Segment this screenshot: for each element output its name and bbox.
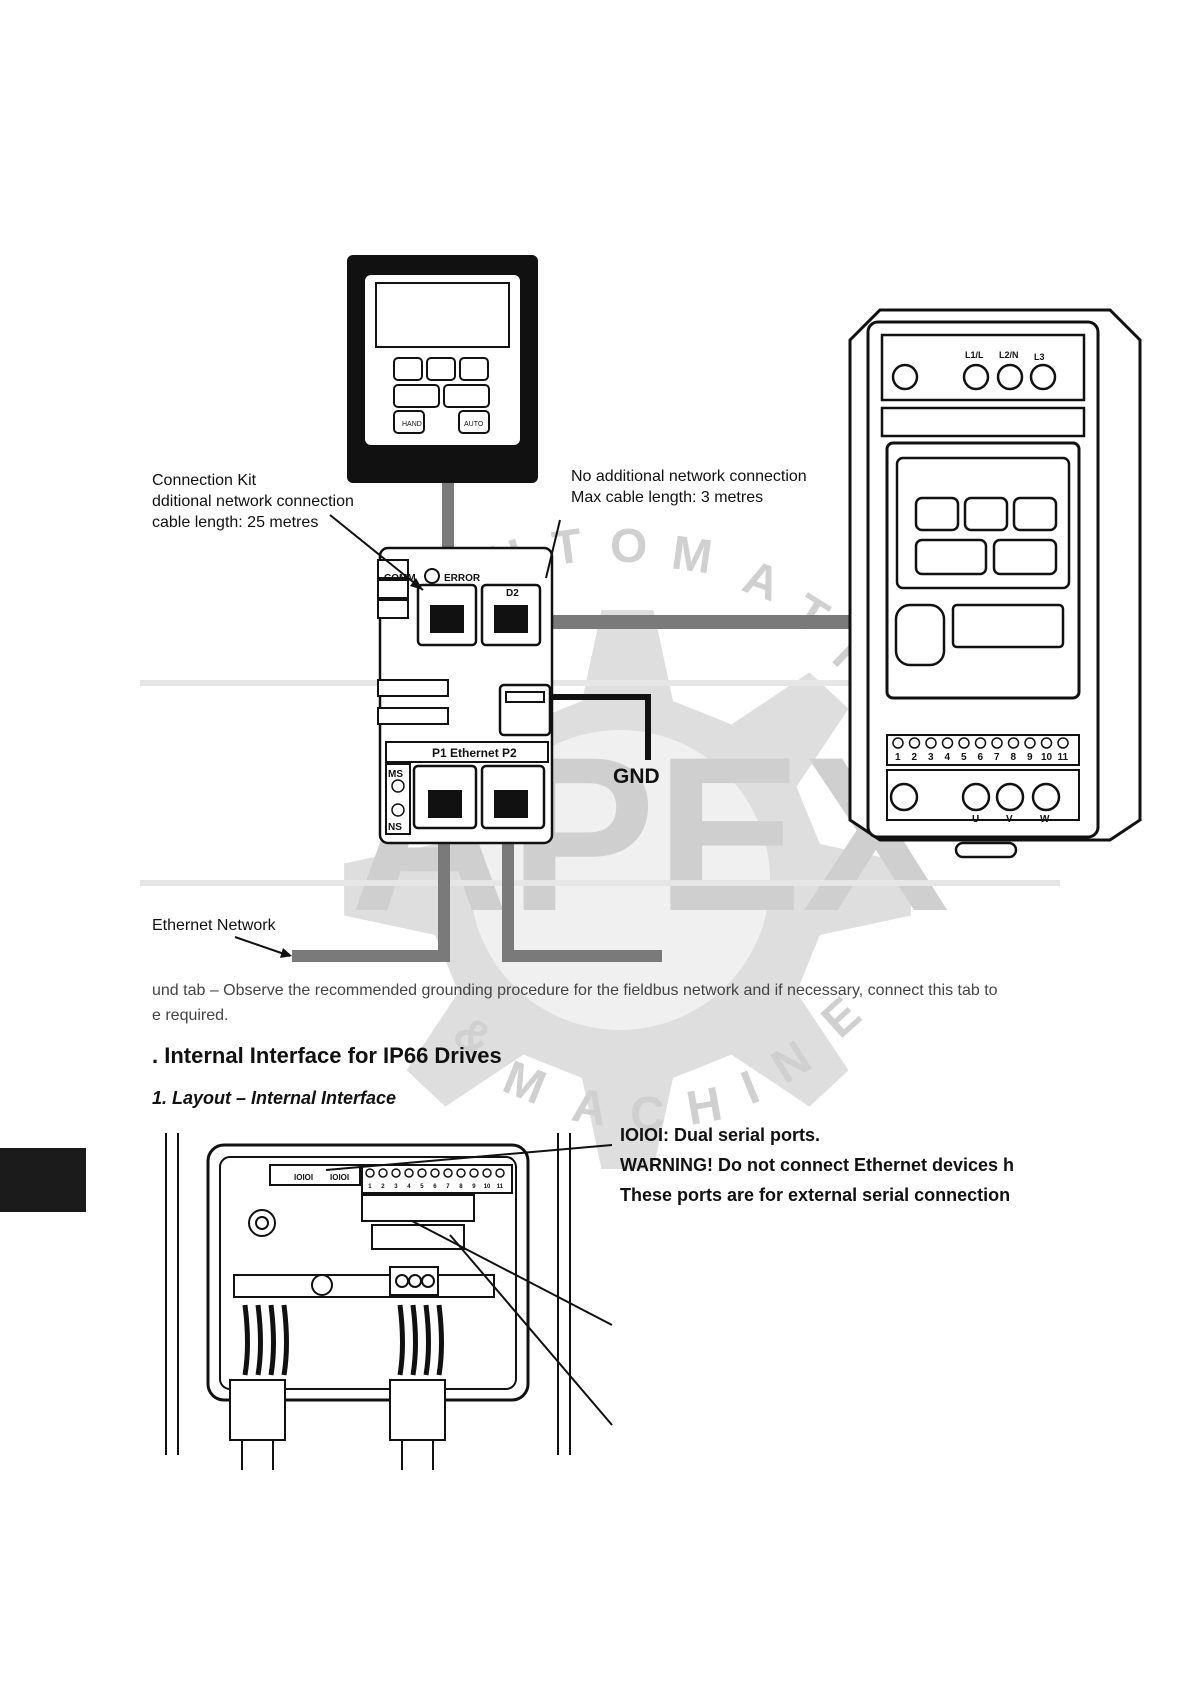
terminal-screw [456,1168,466,1178]
terminal-screw [974,737,987,749]
svg-text:O: O [610,520,647,573]
terminal-number: 10 [1041,752,1053,763]
terminal-screw [1040,737,1053,749]
terminal-number: 8 [459,1184,463,1190]
section-heading: . Internal Interface for IP66 Drives [152,1043,502,1068]
terminal-screw [908,737,921,749]
remote-keypad: HAND AUTO [347,255,538,483]
error-label: ERROR [444,573,481,584]
terminal-number: 8 [1011,752,1017,763]
terminal-screw [892,737,904,749]
svg-text:T: T [549,519,585,576]
terminal-screw [1007,737,1020,749]
terminal-screw [482,1168,492,1178]
terminal-screw [495,1168,505,1178]
terminal-number: 9 [472,1184,476,1190]
terminal-number: 3 [928,752,934,763]
drive-l1-label: L1/L [965,350,984,360]
d2-label: D2 [506,588,519,599]
serial-port-notes: IOIOI: Dual serial ports. WARNING! Do no… [620,1120,1050,1210]
svg-text:M: M [668,526,715,584]
terminal-screw [417,1168,427,1178]
terminal-number: 1 [368,1184,372,1190]
drive-v-label: V [1006,814,1013,825]
terminal-screw [430,1168,440,1178]
port-label-2: IOIOI [330,1173,349,1182]
subsection-heading: 1. Layout – Internal Interface [152,1088,397,1108]
keypad-hand-label: HAND [402,421,422,428]
right-callout-line-3: Max cable length: 3 metres [571,489,764,506]
terminal-number: 6 [433,1184,437,1190]
drive-u-label: U [972,814,979,825]
port-label-1: IOIOI [294,1173,313,1182]
serial-note-line-1: IOIOI: Dual serial ports. [620,1125,821,1145]
terminal-screw [469,1168,479,1178]
terminal-screw [958,737,970,749]
terminal-screw [443,1168,453,1178]
terminal-number: 7 [994,752,1000,763]
drive-l2-label: L2/N [999,350,1019,360]
terminal-screw [1057,737,1069,749]
ethernet-ports-label: P1 Ethernet P2 [432,746,517,760]
gnd-label: GND [613,765,660,788]
keypad-auto-label: AUTO [464,421,484,428]
body-line-1: und tab – Observe the recommended ground… [152,982,998,999]
terminal-number: 4 [407,1184,411,1190]
terminal-screw [378,1168,388,1178]
right-callout-line-2: No additional network connection [571,468,807,485]
terminal-screw [991,737,1003,749]
terminal-number: 6 [978,752,984,763]
ethernet-network-label: Ethernet Network [152,917,276,934]
left-callout-line-2: dditional network connection [152,493,354,510]
terminal-number: 5 [961,752,967,763]
serial-note-line-3: These ports are for external serial conn… [620,1185,1011,1205]
terminal-number: 3 [394,1184,398,1190]
terminal-number: 1 [895,752,901,763]
terminal-number: 11 [497,1184,504,1190]
terminal-screw [1024,737,1036,749]
right-callout: No additional network connection Max cab… [571,466,807,508]
body-line-2: e required. [152,1007,229,1024]
terminal-screw [391,1168,401,1178]
drive-w-label: W [1040,814,1050,825]
drive-l3-label: L3 [1034,352,1045,362]
serial-note-line-2: WARNING! Do not connect Ethernet devices… [620,1155,1015,1175]
svg-text:C: C [630,1088,665,1141]
terminal-screw [404,1168,414,1178]
terminal-screw [365,1168,375,1178]
ns-label: NS [388,822,402,833]
terminal-screw [941,737,954,749]
terminal-number: 7 [446,1184,450,1190]
terminal-number: 9 [1027,752,1033,763]
terminal-number: 2 [381,1184,385,1190]
network-interface-module: COMM ERROR D2 P1 Ethernet P2 MS NS [377,546,554,845]
ms-label: MS [388,769,403,780]
terminal-number: 10 [484,1184,491,1190]
internal-interface-diagram: IOIOI IOIOI 1 2 3 4 5 6 7 8 9 10 11 [165,1133,613,1470]
chapter-side-tab [0,1148,86,1212]
left-callout-line-3: cable length: 25 metres [152,514,319,531]
terminal-number: 5 [420,1184,424,1190]
terminal-number: 11 [1058,752,1069,763]
left-callout-line-1: Connection Kit [152,472,257,489]
terminal-screw [925,737,937,749]
connection-diagram: HAND AUTO COMM ERROR D2 P1 Ethernet P2 M… [234,255,1142,962]
left-callout: Connection Kit dditional network connect… [152,470,354,533]
terminal-number: 4 [945,752,951,763]
terminal-number: 2 [912,752,918,763]
comm-label: COMM [384,573,416,584]
